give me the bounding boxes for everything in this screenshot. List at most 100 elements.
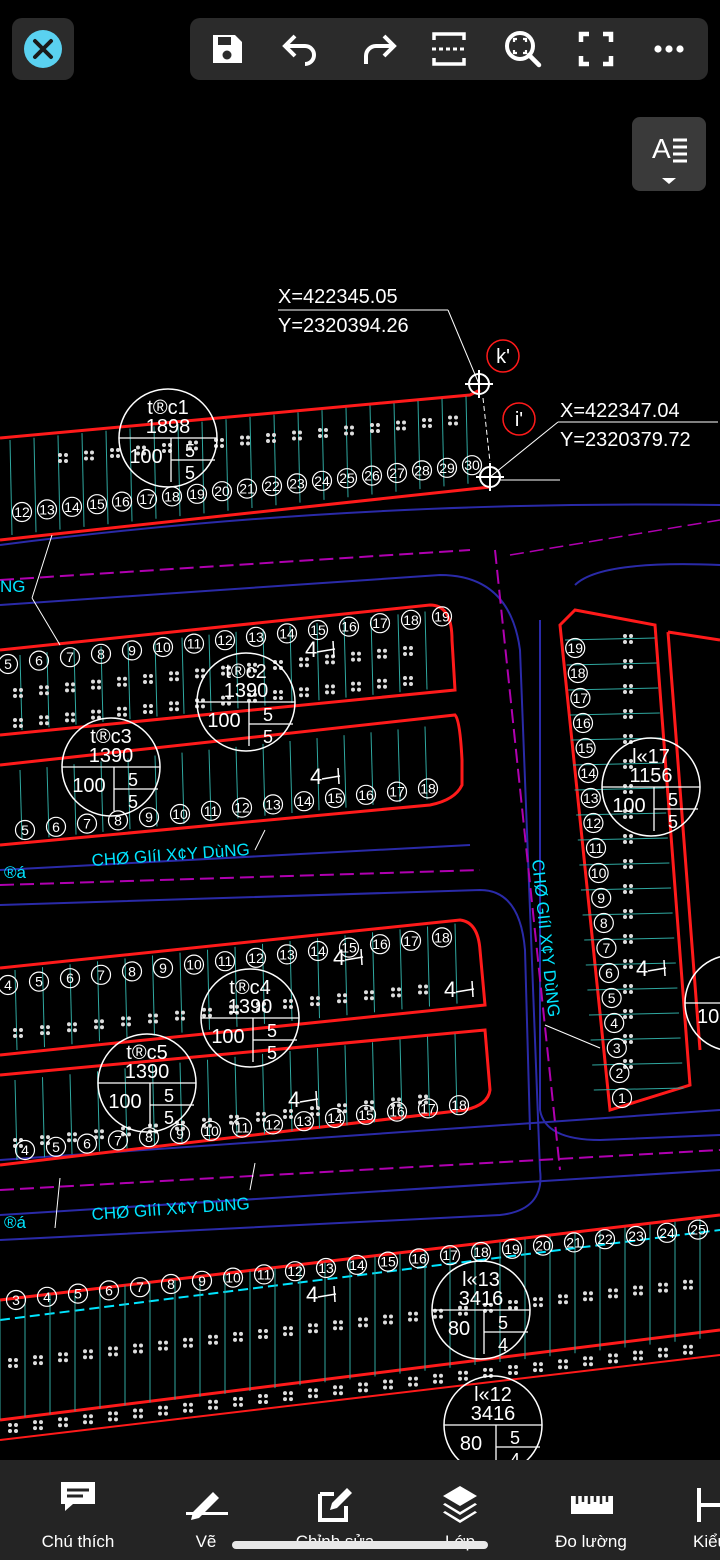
dot-marker xyxy=(351,681,355,686)
dot-marker xyxy=(337,999,341,1004)
save-button[interactable] xyxy=(196,18,258,80)
parcel-number-circle xyxy=(107,1130,129,1151)
dot-marker xyxy=(33,1420,37,1425)
tab-ruler[interactable]: Đo lường xyxy=(528,1460,654,1560)
dot-marker xyxy=(629,865,633,869)
parcel-line xyxy=(181,752,185,824)
dot-marker xyxy=(208,1399,212,1404)
dot-marker xyxy=(45,691,49,696)
crop-button[interactable] xyxy=(418,18,480,80)
dimension-label: 4 xyxy=(333,945,345,970)
dot-marker xyxy=(117,682,121,687)
dot-marker xyxy=(389,1385,393,1390)
parcel-number-circle xyxy=(11,501,33,523)
parcel-number: 7 xyxy=(97,967,105,983)
parcel-number-circle xyxy=(231,797,253,818)
dot-marker xyxy=(623,815,627,819)
parcel-line xyxy=(33,437,37,533)
dot-marker xyxy=(689,1285,693,1290)
dot-marker xyxy=(19,724,23,728)
dot-marker xyxy=(514,1371,518,1375)
close-button[interactable] xyxy=(12,18,74,80)
undo-button[interactable] xyxy=(268,18,330,80)
dot-marker xyxy=(71,688,75,693)
parcel-number: 17 xyxy=(403,933,419,949)
dot-marker xyxy=(19,1034,23,1038)
parcel-line xyxy=(580,887,672,891)
parcel-number: 8 xyxy=(167,1276,175,1292)
dot-marker xyxy=(175,677,179,682)
dot-marker xyxy=(158,1411,162,1416)
text-style-button[interactable]: A xyxy=(632,117,706,191)
dot-marker xyxy=(139,1408,143,1413)
parcel-number-circle xyxy=(565,637,586,659)
leader-line xyxy=(447,309,480,385)
parcel-number-circle xyxy=(572,712,594,734)
dot-marker xyxy=(629,890,633,894)
dot-marker xyxy=(164,1405,168,1410)
dot-marker xyxy=(208,1013,212,1018)
zoom-extents-button[interactable] xyxy=(492,18,554,80)
dot-marker xyxy=(183,1343,187,1348)
dot-marker xyxy=(289,999,293,1003)
parcel-number-circle xyxy=(76,1133,98,1154)
fullscreen-button[interactable] xyxy=(565,18,627,80)
dot-marker xyxy=(389,1320,393,1325)
dot-marker xyxy=(266,433,270,437)
dot-marker xyxy=(19,1144,23,1148)
parcel-line xyxy=(397,614,401,693)
dot-marker xyxy=(73,1028,77,1033)
parcel-number: 6 xyxy=(105,1282,113,1298)
parcel-number-circle xyxy=(214,630,236,651)
more-button[interactable] xyxy=(638,18,700,80)
tab-comment[interactable]: Chú thích xyxy=(18,1460,138,1560)
dot-marker xyxy=(629,765,633,769)
road-label: CHØ GIíI X¢Y DùNG xyxy=(91,840,250,870)
dot-marker xyxy=(629,834,633,838)
dot-marker xyxy=(289,1332,293,1337)
redo-button[interactable] xyxy=(348,18,410,80)
dot-marker xyxy=(84,450,88,455)
dot-marker xyxy=(614,1353,618,1358)
dot-marker xyxy=(344,425,348,430)
dot-marker xyxy=(247,692,251,697)
dot-marker xyxy=(664,1347,668,1352)
dot-marker xyxy=(121,1016,125,1021)
parcel-line xyxy=(370,732,374,805)
dot-marker xyxy=(428,418,432,422)
parcel-number: 6 xyxy=(83,1136,91,1152)
dot-marker xyxy=(214,1334,218,1339)
dot-marker xyxy=(164,1340,168,1345)
parcel-number-circle xyxy=(236,478,258,499)
dot-marker xyxy=(339,1326,343,1331)
lot-front: 5 xyxy=(185,441,195,461)
dot-marker xyxy=(64,453,68,457)
parcel-number-circle xyxy=(324,787,346,809)
parcel-number-circle xyxy=(338,937,360,958)
dot-marker xyxy=(629,934,633,938)
parcel-line xyxy=(344,1045,348,1126)
dot-marker xyxy=(558,1365,562,1370)
dot-marker xyxy=(8,1423,12,1427)
lot-name: t®c2 xyxy=(225,661,266,683)
dot-marker xyxy=(83,1349,87,1354)
dot-marker xyxy=(13,1138,17,1142)
dot-marker xyxy=(629,990,633,994)
lot-area: 3416 xyxy=(471,1403,516,1425)
parcel-number-circle xyxy=(0,653,19,675)
parcel-line xyxy=(587,987,678,991)
dot-marker xyxy=(220,444,224,448)
dot-marker xyxy=(623,640,627,644)
dot-marker xyxy=(97,709,101,714)
dot-marker xyxy=(143,710,147,714)
dot-marker xyxy=(175,671,179,676)
dot-marker xyxy=(583,1356,587,1361)
tab-dimension[interactable]: Kiểu xyxy=(660,1460,720,1560)
dot-marker xyxy=(316,1106,320,1111)
dot-marker xyxy=(100,1025,104,1030)
lot-width: 80 xyxy=(448,1318,470,1340)
dot-marker xyxy=(239,1337,243,1342)
dot-marker xyxy=(558,1300,562,1305)
parcel-number-circle xyxy=(136,488,158,510)
